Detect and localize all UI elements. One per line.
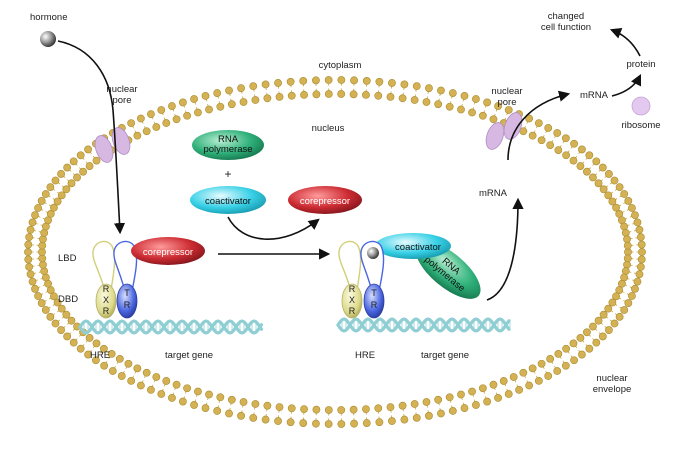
- dna-helix-right: [336, 317, 511, 333]
- mrna-export-arrow: [507, 90, 571, 161]
- svg-text:T: T: [124, 288, 130, 298]
- svg-text:X: X: [103, 295, 109, 305]
- svg-text:R: R: [349, 284, 356, 294]
- transcription-arrow: [486, 197, 524, 301]
- rxr-receptor-right: R X R: [338, 240, 363, 319]
- hormone-entry-arrow: [57, 40, 126, 235]
- corepressor-bound-complex: corepressor: [131, 237, 205, 265]
- target-gene-right-label: target gene: [421, 350, 469, 361]
- svg-text:R: R: [103, 306, 110, 316]
- dbd-label: DBD: [58, 294, 78, 305]
- svg-text:R: R: [124, 300, 131, 310]
- hormone-molecule-icon: [40, 31, 56, 47]
- mrna-top-label: mRNA: [580, 90, 609, 101]
- nuclear-pore-right-icon: [485, 112, 523, 150]
- coactivator-complex: coactivator: [190, 186, 266, 214]
- nuclear-envelope-membrane: [24, 76, 646, 428]
- nucleus-label: nucleus: [312, 123, 345, 134]
- svg-text:coactivator: coactivator: [395, 242, 441, 253]
- nuclear-pore-left-icon: [94, 127, 131, 163]
- hormone-label: hormone: [30, 12, 68, 23]
- svg-text:X: X: [349, 295, 355, 305]
- protein-label: protein: [626, 59, 655, 70]
- svg-text:corepressor: corepressor: [143, 247, 193, 258]
- dna-helix-left: [78, 319, 264, 335]
- target-gene-left-label: target gene: [165, 350, 213, 361]
- svg-text:R: R: [349, 306, 356, 316]
- lbd-label: LBD: [58, 253, 77, 264]
- bound-hormone-icon: [367, 247, 379, 259]
- svg-text:corepressor: corepressor: [300, 196, 350, 207]
- tr-receptor-left: T R: [113, 240, 138, 319]
- hre-left-label: HRE: [90, 350, 110, 361]
- coactivator-bound-complex: coactivator: [375, 233, 451, 259]
- svg-text:R: R: [103, 284, 110, 294]
- svg-text:T: T: [371, 288, 377, 298]
- ribosome-icon: [631, 96, 651, 116]
- rxr-receptor-left: R X R: [92, 240, 117, 319]
- svg-text:RNApolymerase: RNApolymerase: [203, 134, 252, 155]
- svg-text:R: R: [371, 300, 378, 310]
- function-arrow: [609, 27, 641, 57]
- svg-text:coactivator: coactivator: [205, 196, 251, 207]
- cytoplasm-label: cytoplasm: [319, 60, 362, 71]
- hre-right-label: HRE: [355, 350, 375, 361]
- mrna-side-label: mRNA: [479, 188, 508, 199]
- translation-arrow: [611, 73, 642, 97]
- corepressor-free-complex: corepressor: [288, 186, 362, 214]
- exchange-arrow: [227, 216, 320, 240]
- plus-sign: +: [224, 167, 231, 181]
- ribosome-label: ribosome: [621, 120, 660, 131]
